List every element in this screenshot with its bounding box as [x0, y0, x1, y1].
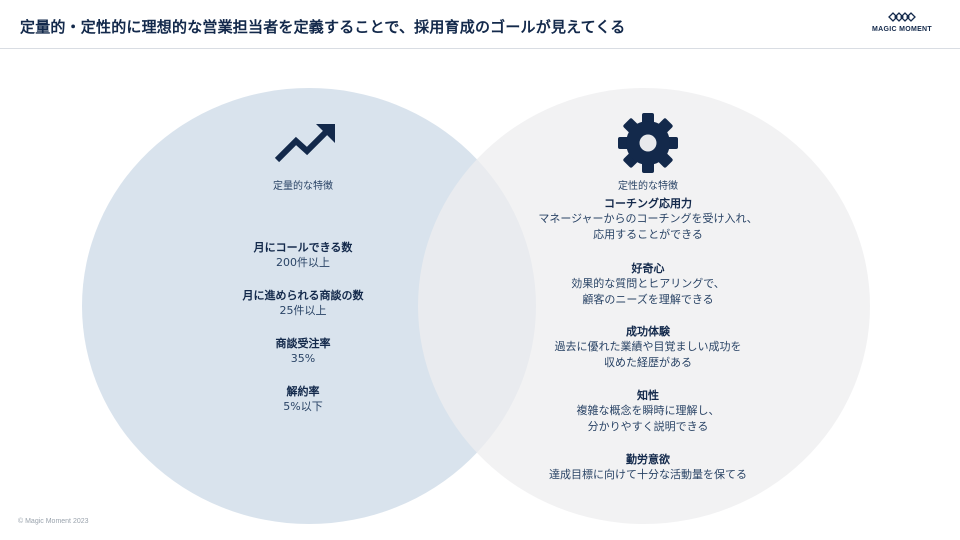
trending-up-icon	[274, 124, 335, 163]
item-desc-line1: マネージャーからのコーチングを受け入れ、	[538, 212, 758, 225]
item-value: 35%	[290, 352, 316, 365]
item-desc-line2: 顧客のニーズを理解できる	[582, 293, 714, 306]
qual-item-motivation: 勤労意欲 達成目標に向けて十分な活動量を保てる	[510, 452, 786, 483]
item-title: 勤労意欲	[626, 453, 670, 466]
item-title: 解約率	[286, 385, 320, 398]
item-desc-line1: 過去に優れた業績や目覚ましい成功を	[554, 340, 742, 353]
item-title: 好奇心	[631, 262, 665, 275]
item-title: 知性	[637, 389, 659, 402]
gear-icon	[618, 113, 678, 173]
item-value: 200件以上	[276, 256, 330, 269]
quantitative-label-text: 定量的な特徴	[273, 181, 333, 192]
diamond-logo-icon	[888, 12, 916, 22]
quant-item-calls: 月にコールできる数 200件以上	[208, 240, 398, 271]
qual-item-coaching: コーチング応用力 マネージャーからのコーチングを受け入れ、 応用することができる	[510, 196, 786, 243]
item-title: 月に進められる商談の数	[242, 289, 364, 302]
qualitative-label-text: 定性的な特徴	[618, 181, 678, 192]
item-desc-line2: 応用することができる	[593, 228, 703, 241]
item-desc-line1: 効果的な質問とヒアリングで、	[571, 277, 725, 290]
logo-text: MAGIC MOMENT	[872, 26, 932, 33]
company-logo: MAGIC MOMENT	[860, 10, 944, 40]
item-desc-line2: 分かりやすく説明できる	[587, 420, 709, 433]
qual-item-success: 成功体験 過去に優れた業績や目覚ましい成功を 収めた経歴がある	[510, 324, 786, 371]
qual-item-intelligence: 知性 複雑な概念を瞬時に理解し、 分かりやすく説明できる	[510, 388, 786, 435]
qual-item-curiosity: 好奇心 効果的な質問とヒアリングで、 顧客のニーズを理解できる	[510, 261, 786, 308]
item-title: コーチング応用力	[604, 197, 692, 210]
item-value: 25件以上	[279, 304, 327, 317]
item-desc-line1: 達成目標に向けて十分な活動量を保てる	[549, 468, 747, 481]
item-desc-line1: 複雑な概念を瞬時に理解し、	[576, 404, 720, 417]
quant-item-deals: 月に進められる商談の数 25件以上	[208, 288, 398, 319]
qualitative-label: 定性的な特徴	[510, 177, 786, 192]
quantitative-label: 定量的な特徴	[208, 177, 398, 192]
quant-item-win-rate: 商談受注率 35%	[208, 336, 398, 367]
copyright-text: © Magic Moment 2023	[18, 518, 89, 525]
quant-item-churn: 解約率 5%以下	[208, 384, 398, 415]
item-title: 成功体験	[626, 325, 670, 338]
item-value: 5%以下	[283, 400, 323, 413]
item-desc-line2: 収めた経歴がある	[604, 356, 692, 369]
header-bar: 定量的・定性的に理想的な営業担当者を定義することで、採用育成のゴールが見えてくる…	[0, 0, 960, 49]
page-title: 定量的・定性的に理想的な営業担当者を定義することで、採用育成のゴールが見えてくる	[20, 18, 626, 36]
item-title: 商談受注率	[275, 337, 331, 350]
item-title: 月にコールできる数	[253, 241, 353, 254]
